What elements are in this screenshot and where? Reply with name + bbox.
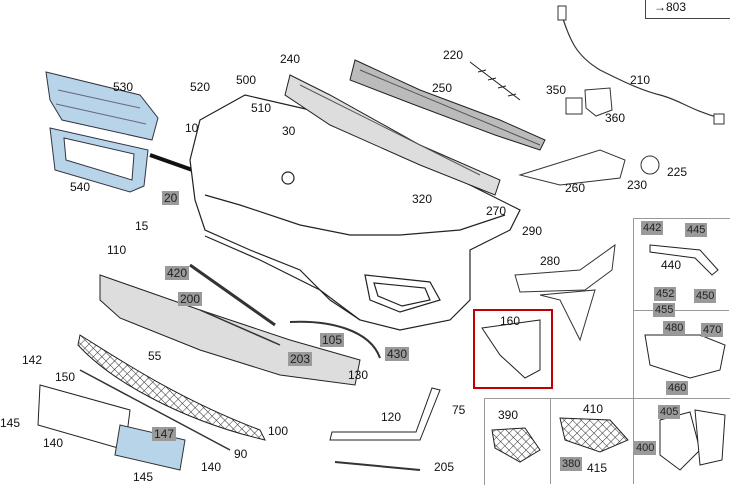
detail-panel-divider <box>633 310 729 311</box>
part-label-240[interactable]: 240 <box>280 52 301 66</box>
part-label-480[interactable]: 480 <box>663 321 686 335</box>
part-label-250[interactable]: 250 <box>432 81 453 95</box>
fog-lamp-230 <box>640 155 660 175</box>
sensor-350 <box>565 97 583 115</box>
part-label-460[interactable]: 460 <box>666 381 689 395</box>
part-160 <box>481 319 541 379</box>
part-label-200[interactable]: 200 <box>178 292 203 306</box>
part-label-440[interactable]: 440 <box>661 258 682 272</box>
bracket-360 <box>584 87 613 117</box>
part-label-130[interactable]: 130 <box>348 368 369 382</box>
detail-panel-divider <box>633 398 634 484</box>
reinforcement-beam <box>349 59 546 151</box>
part-label-15[interactable]: 15 <box>135 219 149 233</box>
detail-panel-bottom <box>484 398 730 485</box>
part-label-140[interactable]: 140 <box>43 436 64 450</box>
part-label-10[interactable]: 10 <box>185 121 199 135</box>
air-duct-lower <box>49 127 149 193</box>
part-label-147[interactable]: 147 <box>152 427 177 441</box>
detail-panel-right <box>633 218 730 401</box>
part-label-140-b[interactable]: 140 <box>201 460 222 474</box>
grille-390 <box>491 427 541 463</box>
part-label-430[interactable]: 430 <box>385 347 410 361</box>
part-label-470[interactable]: 470 <box>701 323 724 337</box>
part-label-500[interactable]: 500 <box>236 73 257 87</box>
part-label-320[interactable]: 320 <box>412 192 433 206</box>
reference-box: →803 <box>645 0 730 19</box>
bracket-400 <box>659 411 701 471</box>
part-label-210[interactable]: 210 <box>630 73 651 87</box>
part-label-442[interactable]: 442 <box>641 221 664 235</box>
bracket-405 <box>694 409 726 466</box>
part-label-390[interactable]: 390 <box>498 408 519 422</box>
part-label-203[interactable]: 203 <box>288 352 313 366</box>
part-label-105[interactable]: 105 <box>320 333 345 347</box>
trim-440 <box>649 244 719 276</box>
part-label-205[interactable]: 205 <box>434 460 455 474</box>
impact-absorber <box>284 74 501 196</box>
trim-460 <box>644 334 726 379</box>
part-label-160[interactable]: 160 <box>500 314 521 328</box>
part-label-420[interactable]: 420 <box>165 266 190 280</box>
part-label-280[interactable]: 280 <box>540 254 561 268</box>
part-label-145[interactable]: 145 <box>0 416 21 430</box>
strip-200 <box>199 309 281 346</box>
part-label-350[interactable]: 350 <box>546 83 567 97</box>
part-label-360[interactable]: 360 <box>605 111 626 125</box>
trim-205 <box>334 461 421 471</box>
part-label-55[interactable]: 55 <box>148 349 162 363</box>
part-label-452[interactable]: 452 <box>654 287 677 301</box>
side-grille-280 <box>514 243 616 293</box>
part-label-20[interactable]: 20 <box>162 191 180 205</box>
part-label-110[interactable]: 110 <box>107 243 127 257</box>
strip-90 <box>79 369 231 451</box>
reference-link[interactable]: →803 <box>654 0 687 14</box>
part-label-400[interactable]: 400 <box>634 441 657 455</box>
part-label-380[interactable]: 380 <box>560 457 583 471</box>
part-label-30[interactable]: 30 <box>282 124 296 138</box>
part-label-142[interactable]: 142 <box>22 353 43 367</box>
blade-75 <box>329 387 441 441</box>
part-label-270[interactable]: 270 <box>486 204 507 218</box>
air-duct-upper <box>45 71 159 141</box>
part-label-415[interactable]: 415 <box>587 461 608 475</box>
trim-260 <box>518 149 626 186</box>
part-label-455[interactable]: 455 <box>653 303 676 317</box>
part-label-405[interactable]: 405 <box>658 405 681 419</box>
part-label-445[interactable]: 445 <box>685 223 708 237</box>
part-label-530[interactable]: 530 <box>113 80 134 94</box>
part-label-145-b[interactable]: 145 <box>133 470 154 484</box>
part-label-230[interactable]: 230 <box>627 178 648 192</box>
part-label-90[interactable]: 90 <box>234 447 248 461</box>
grille-410 <box>559 417 629 453</box>
lower-grille <box>77 334 266 441</box>
part-label-450[interactable]: 450 <box>694 289 717 303</box>
part-label-100[interactable]: 100 <box>268 424 289 438</box>
clip-strip <box>469 61 521 101</box>
trim-430 <box>289 320 381 359</box>
part-label-260[interactable]: 260 <box>565 181 586 195</box>
part-label-410[interactable]: 410 <box>583 402 604 416</box>
part-label-220[interactable]: 220 <box>443 48 464 62</box>
part-label-225[interactable]: 225 <box>667 165 688 179</box>
side-trim-290 <box>539 289 596 342</box>
detail-panel-divider <box>550 398 551 484</box>
wiring-harness <box>559 9 721 119</box>
part-label-290[interactable]: 290 <box>522 224 543 238</box>
part-label-75[interactable]: 75 <box>452 403 466 417</box>
highlight-box <box>473 309 553 389</box>
part-label-540[interactable]: 540 <box>70 180 91 194</box>
strip-420 <box>189 263 276 327</box>
part-label-520[interactable]: 520 <box>190 80 211 94</box>
part-label-150[interactable]: 150 <box>55 370 76 384</box>
part-label-510[interactable]: 510 <box>251 101 272 115</box>
part-label-120[interactable]: 120 <box>381 410 402 424</box>
